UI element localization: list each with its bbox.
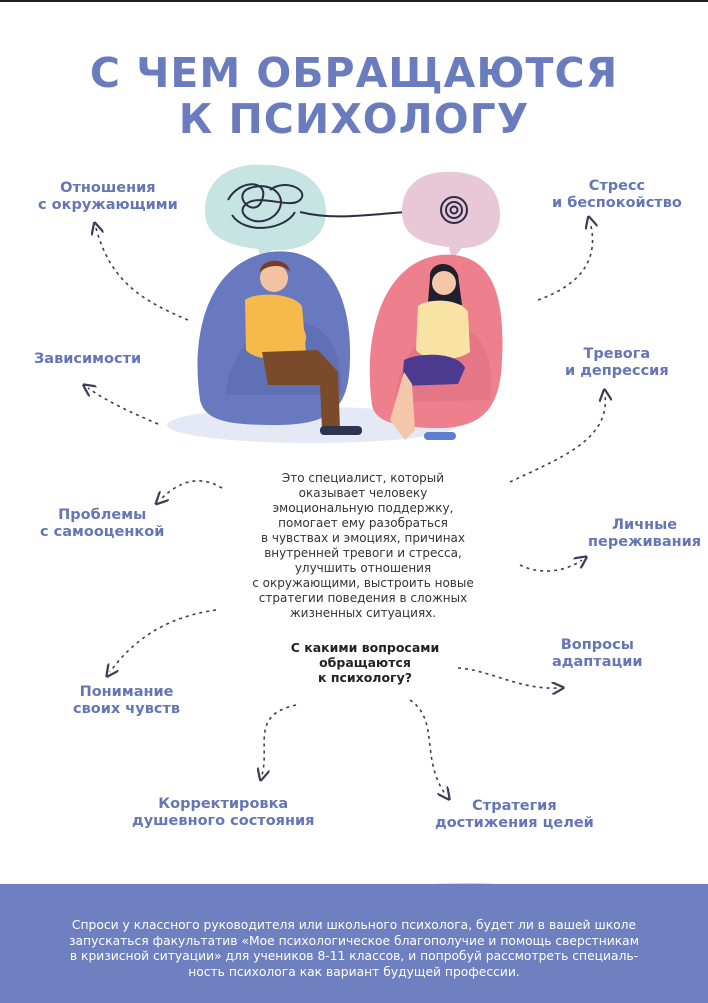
description-text: Это специалист, который оказывает челове… (232, 471, 494, 621)
arrow-stress (537, 222, 593, 301)
topic-anxiety-line2: и депрессия (565, 363, 669, 379)
topic-experiences-line1: Личные (611, 517, 678, 533)
man-figure (245, 260, 362, 435)
description-line: с окружающими, выстроить новые (252, 576, 474, 590)
topic-goals: Стратегия достижения целей (435, 798, 594, 832)
title-line-1: С ЧЕМ ОБРАЩАЮТСЯ (89, 49, 619, 97)
question-line3: к психологу? (318, 670, 412, 685)
topic-relations: Отношения с окружающими (38, 180, 178, 214)
question-line1: С какими вопросами (290, 640, 440, 655)
top-border (0, 0, 708, 2)
thought-bubble-right (402, 171, 500, 260)
footer-line: Спроси у классного руководителя или школ… (71, 918, 637, 932)
description-line: в чувствах и эмоциях, причинах (260, 531, 466, 545)
topic-goals-line2: достижения целей (435, 815, 594, 831)
topic-feelings-line2: своих чувств (73, 701, 181, 717)
description-line: стратегии поведения в сложных (258, 591, 468, 605)
question-line2: обращаются (319, 655, 411, 670)
arrow-addictions (88, 388, 159, 425)
topic-correction-line1: Корректировка (158, 796, 289, 812)
central-question: С какими вопросами обращаются к психолог… (280, 640, 450, 685)
arrow-correction (262, 704, 297, 775)
footer-text: Спроси у классного руководителя или школ… (30, 918, 678, 980)
topic-addictions: Зависимости (34, 351, 141, 368)
topic-relations-line1: Отношения (60, 180, 156, 196)
title-line-2: К ПСИХОЛОГУ (178, 95, 530, 143)
description-line: помогает ему разобраться (278, 516, 448, 530)
description-line: эмоциональную поддержку, (272, 501, 454, 515)
topic-adaptation-line1: Вопросы (560, 637, 634, 653)
page-title: С ЧЕМ ОБРАЩАЮТСЯ К ПСИХОЛОГУ (0, 50, 708, 142)
footer-line: ность психолога как вариант будущей проф… (188, 964, 520, 979)
topic-stress-line2: и беспокойство (552, 195, 682, 211)
topic-correction: Корректировка душевного состояния (132, 796, 314, 830)
topic-correction-line2: душевного состояния (132, 813, 315, 829)
topic-goals-line1: Стратегия (472, 798, 557, 814)
topic-addictions-line1: Зависимости (34, 351, 142, 367)
description-line: оказывает человеку (298, 486, 428, 500)
description-line: жизненных ситуациях. (289, 606, 437, 620)
topic-selfesteem-line1: Проблемы (58, 507, 147, 523)
description-line: улучшить отношения (294, 561, 432, 575)
woman-figure (390, 263, 470, 440)
topic-stress-line1: Стресс (588, 178, 646, 194)
footer-line: в кризисной ситуации» для учеников 8-11 … (69, 949, 639, 963)
topic-relations-line2: с окружающими (38, 197, 178, 213)
topic-selfesteem-line2: с самооценкой (40, 524, 165, 540)
thought-bubble-left (205, 164, 326, 262)
description-line: Это специалист, который (281, 471, 445, 485)
topic-anxiety-line1: Тревога (583, 346, 651, 362)
arrow-feelings (110, 609, 217, 672)
topic-experiences: Личные переживания (588, 517, 701, 551)
topic-experiences-line2: переживания (588, 534, 702, 550)
description-line: внутренней тревоги и стресса, (264, 546, 462, 560)
topic-stress: Стресс и беспокойство (552, 178, 682, 212)
footer-line: запускаться факультатив «Мое психологиче… (68, 933, 639, 948)
arrow-relations (96, 228, 189, 321)
arrow-adaptation (457, 667, 558, 688)
topic-adaptation-line2: адаптации (552, 654, 643, 670)
topic-adaptation: Вопросы адаптации (552, 637, 643, 671)
topic-anxiety: Тревога и депрессия (565, 346, 669, 380)
topic-feelings: Понимание своих чувств (73, 684, 180, 718)
footer-band (0, 884, 708, 1003)
topic-feelings-line1: Понимание (79, 684, 174, 700)
topic-selfesteem: Проблемы с самооценкой (40, 507, 164, 541)
